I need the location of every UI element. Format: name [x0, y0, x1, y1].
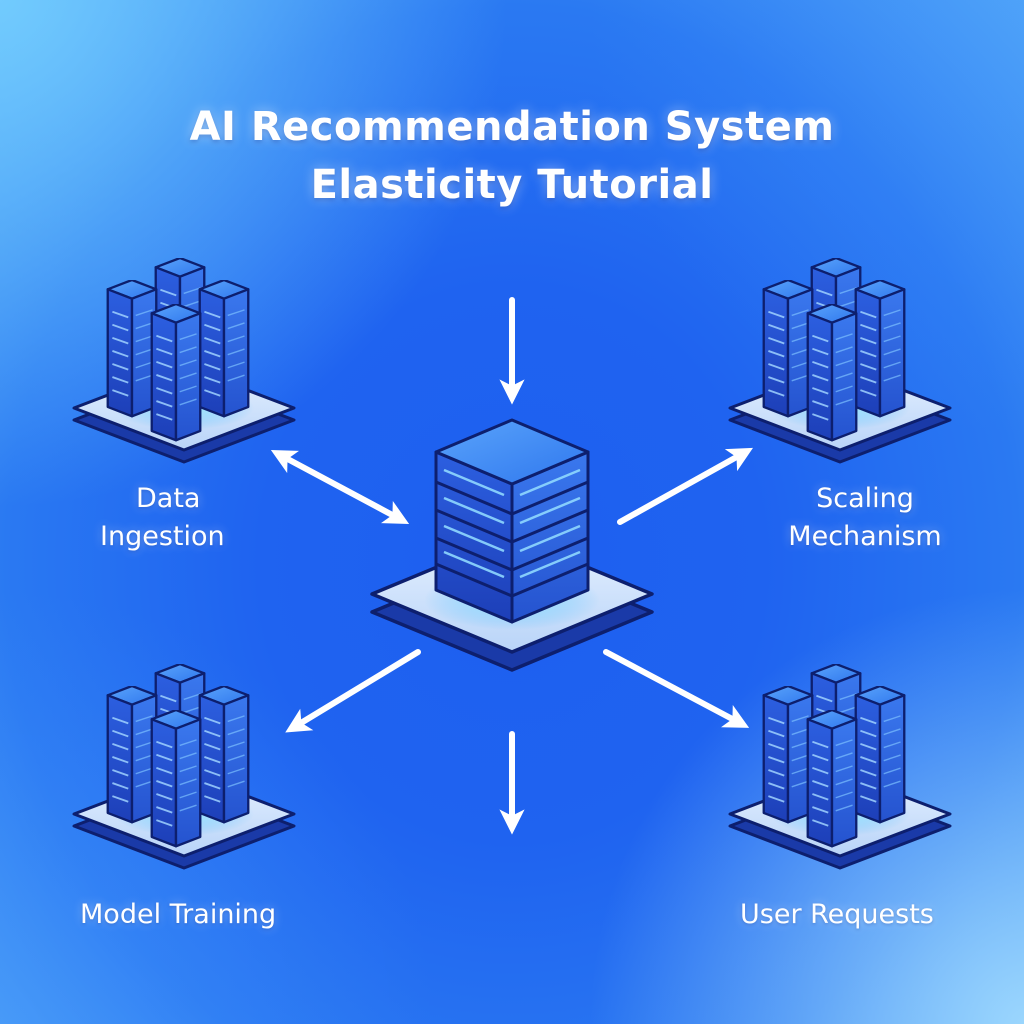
scaling-mechanism-label-line-2: Mechanism — [788, 521, 942, 552]
arrow-to-model-training — [285, 649, 421, 733]
arrow-data-ingestion-bidirectional — [270, 450, 410, 524]
server-cluster-icon-data-ingestion — [74, 258, 294, 462]
user-requests-label: User Requests — [740, 899, 934, 930]
data-ingestion-label-line-2: Ingestion — [100, 521, 225, 552]
scaling-mechanism-label-line-1: Scaling — [816, 483, 914, 514]
page-title-line-2: Elasticity Tutorial — [310, 162, 714, 208]
server-cluster-icon-user-requests — [730, 664, 950, 868]
server-cluster-icon-model-training — [74, 664, 294, 868]
arrow-to-scaling — [617, 447, 754, 525]
server-stack-icon — [370, 418, 654, 672]
arrow-to-user-requests — [603, 649, 750, 728]
scaling-mechanism-label: Scaling Mechanism — [770, 480, 960, 556]
connector-arrows — [270, 297, 754, 835]
data-ingestion-label: Data Ingestion — [100, 480, 260, 556]
server-cluster-icon-scaling — [730, 258, 950, 462]
page-title-line-1: AI Recommendation System — [189, 104, 835, 150]
model-training-label: Model Training — [80, 899, 277, 930]
data-ingestion-label-line-1: Data — [136, 483, 201, 514]
